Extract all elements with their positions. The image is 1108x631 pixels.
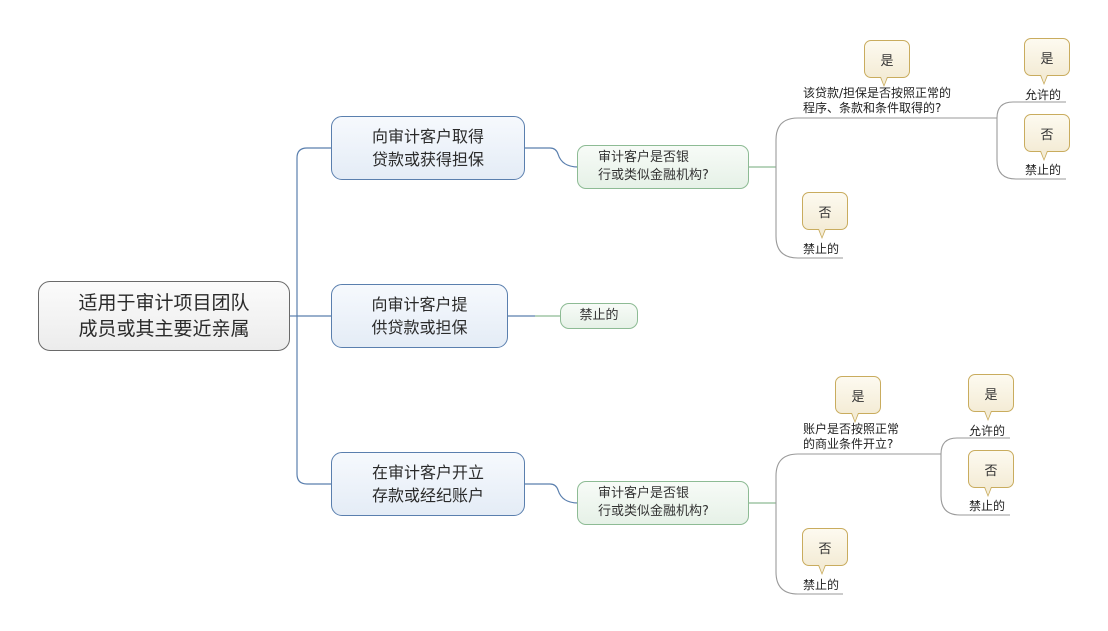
question-bank-check-1[interactable]: 审计客户是否银 行或类似金融机构? [577, 145, 749, 189]
result-prohibited[interactable]: 禁止的 [560, 303, 638, 329]
sub-question-line1: 账户是否按照正常 [803, 422, 900, 436]
branch-line2: 存款或经纪账户 [371, 486, 484, 505]
yes-callout: 是 [968, 374, 1014, 421]
branch-line2: 贷款或获得担保 [371, 150, 484, 169]
sub-question-line2: 程序、条款和条件取得的? [803, 101, 942, 115]
yes-callout: 是 [835, 376, 881, 423]
branch-line2: 供贷款或担保 [371, 318, 468, 337]
branch-loan-from-client[interactable]: 向审计客户取得 贷款或获得担保 [331, 116, 525, 180]
result-allowed[interactable]: 允许的 [1025, 88, 1062, 102]
sub-question-line2: 的商业条件开立? [803, 437, 894, 451]
connector-trunk [296, 147, 331, 485]
yes-callout: 是 [864, 40, 910, 87]
sub-question-line1: 该贷款/担保是否按照正常的 [803, 86, 952, 100]
result-allowed[interactable]: 允许的 [969, 424, 1006, 438]
no-callout: 否 [802, 528, 848, 575]
branch-line1: 向审计客户提 [371, 295, 468, 314]
result-prohibited[interactable]: 禁止的 [803, 242, 840, 256]
sub-question-1[interactable]: 该贷款/担保是否按照正常的 程序、条款和条件取得的? [803, 86, 951, 116]
no-callout: 否 [968, 450, 1014, 497]
no-callout: 否 [1024, 114, 1070, 161]
root-line1: 适用于审计项目团队 [78, 292, 250, 314]
question-line1: 审计客户是否银 [598, 486, 690, 501]
no-callout: 否 [802, 192, 848, 239]
sub-question-2[interactable]: 账户是否按照正常 的商业条件开立? [803, 422, 899, 452]
branch-open-account[interactable]: 在审计客户开立 存款或经纪账户 [331, 452, 525, 516]
question-line1: 审计客户是否银 [598, 150, 690, 165]
branch-loan-to-client[interactable]: 向审计客户提 供贷款或担保 [331, 284, 508, 348]
question-bank-check-2[interactable]: 审计客户是否银 行或类似金融机构? [577, 481, 749, 525]
yes-callout: 是 [1024, 38, 1070, 85]
question-line2: 行或类似金融机构? [598, 504, 709, 519]
root-line2: 成员或其主要近亲属 [78, 318, 250, 340]
result-prohibited[interactable]: 禁止的 [1025, 163, 1062, 177]
result-prohibited[interactable]: 禁止的 [969, 499, 1006, 513]
connector-branch1-question [524, 147, 579, 168]
question-line2: 行或类似金融机构? [598, 168, 709, 183]
result-prohibited[interactable]: 禁止的 [803, 578, 840, 592]
connector-branch3-question [524, 483, 579, 504]
branch-line1: 在审计客户开立 [371, 463, 484, 482]
root-node[interactable]: 适用于审计项目团队 成员或其主要近亲属 [38, 281, 290, 351]
branch-line1: 向审计客户取得 [371, 127, 484, 146]
